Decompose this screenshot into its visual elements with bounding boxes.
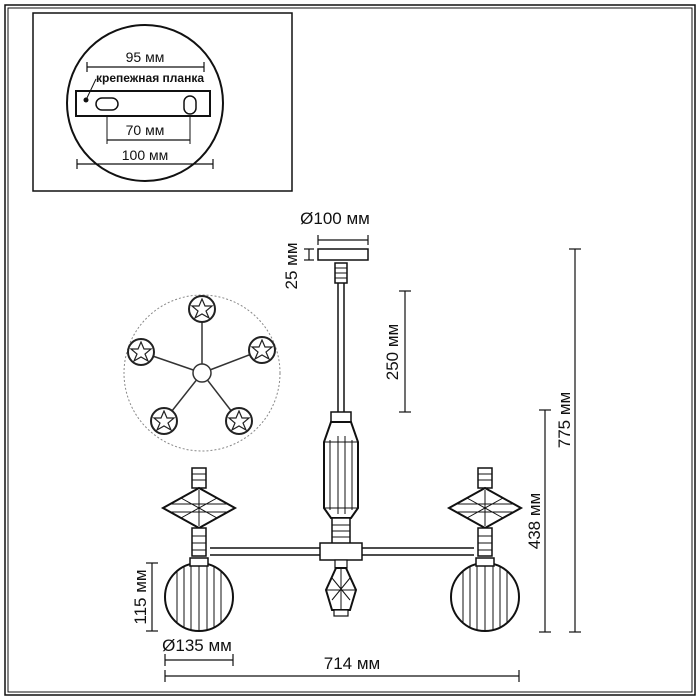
total-width-label: 714 мм	[324, 654, 380, 673]
top-view-shade	[248, 336, 276, 364]
top-view	[123, 294, 281, 452]
bottom-crystal-pendant	[324, 559, 358, 617]
mounting-plate	[75, 90, 211, 117]
mounting-plate-label: крепежная планка	[96, 71, 204, 85]
dimension-lines: Ø100 мм 25 мм 250 мм 775 мм 438 мм 115 м…	[131, 209, 581, 682]
canopy-height-label: 25 мм	[282, 242, 301, 289]
canopy-diameter-detail-label: 100 мм	[122, 147, 169, 163]
top-view-shade	[150, 407, 178, 435]
shade-diameter-label: Ø135 мм	[162, 636, 232, 655]
hole-spacing-label: 70 мм	[126, 122, 165, 138]
front-view	[160, 248, 524, 632]
body-height-label: 438 мм	[525, 493, 544, 549]
top-view-center	[192, 363, 212, 383]
top-view-shade	[225, 407, 253, 435]
outer-frame	[4, 4, 696, 696]
shade-height-label: 115 мм	[131, 569, 150, 624]
mount-canopy-circle	[66, 24, 224, 182]
center-hub	[319, 542, 363, 561]
total-height-label: 775 мм	[555, 392, 574, 448]
canopy-diameter-label: Ø100 мм	[300, 209, 370, 228]
plate-slot-right	[183, 95, 197, 115]
rod-length-label: 250 мм	[383, 324, 402, 380]
plate-slot-left	[95, 97, 119, 111]
lamp-right	[446, 467, 524, 632]
outer-frame-inner	[7, 7, 693, 693]
mount-detail: 95 мм крепежная планка 70 мм 100 мм	[32, 12, 293, 192]
top-view-shade	[127, 338, 155, 366]
mount-detail-frame	[32, 12, 293, 192]
mount-width-label: 95 мм	[126, 49, 165, 65]
lamp-left	[160, 467, 238, 632]
central-crystal-body	[323, 421, 359, 519]
canopy	[317, 248, 369, 261]
top-view-outline	[123, 294, 281, 452]
top-view-shade	[188, 295, 216, 323]
